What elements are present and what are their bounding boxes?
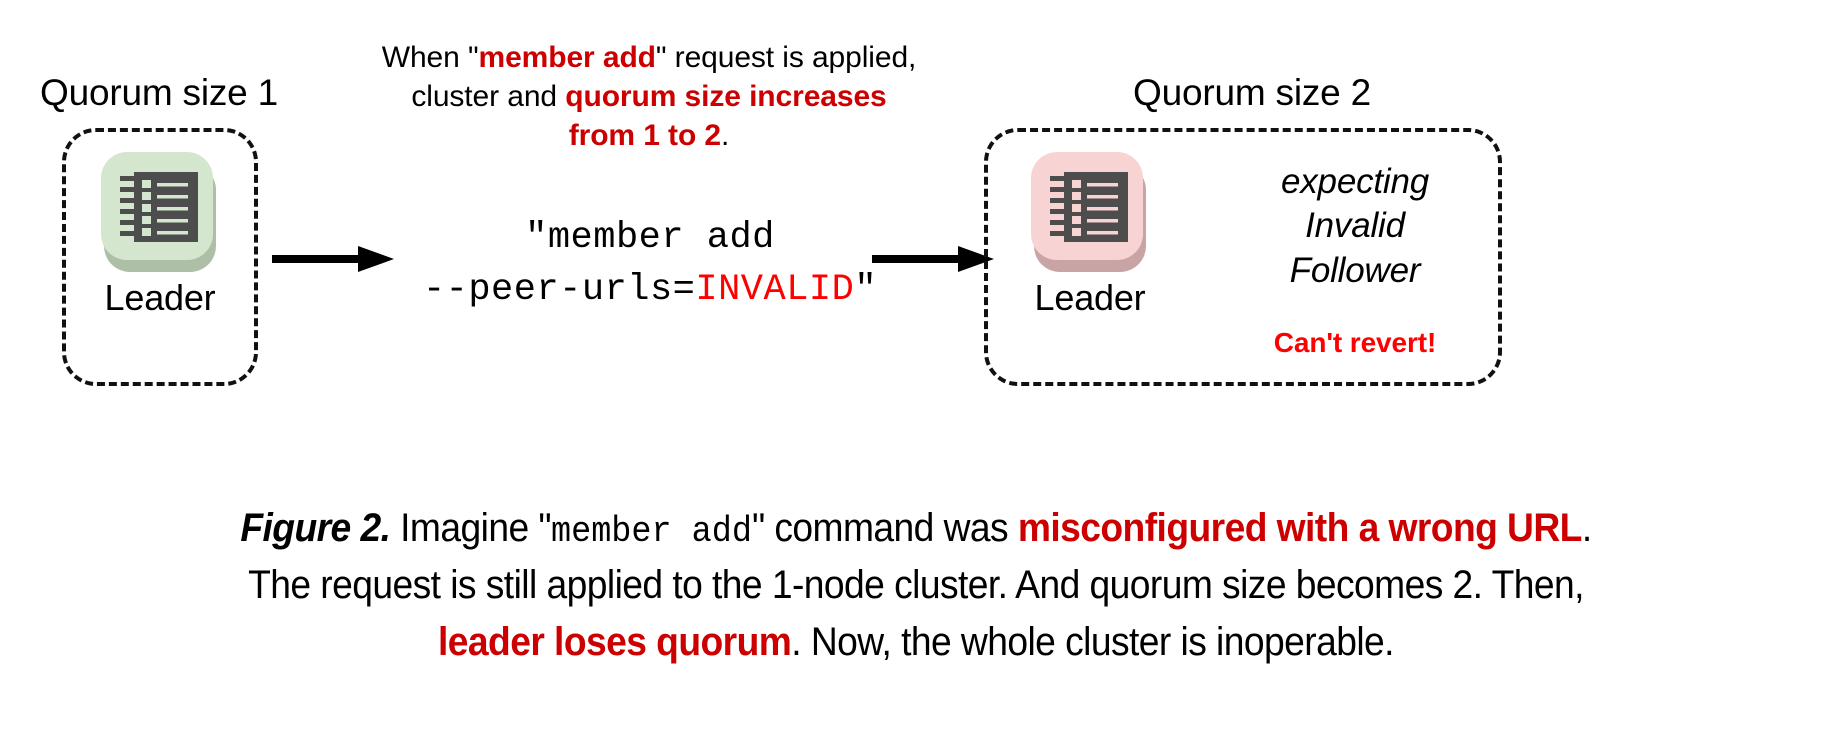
state-note-line-3: Follower (1289, 250, 1421, 290)
caption-line-2: The request is still applied to the 1-no… (248, 563, 1584, 608)
caption-seg-3: " command was (751, 506, 1018, 550)
expected-state-note: expecting Invalid Follower (1212, 160, 1498, 293)
caption-line-3: leader loses quorum. Now, the whole clus… (120, 614, 1712, 671)
server-node-icon (101, 152, 219, 274)
caption-figure-label: Figure 2. (240, 506, 391, 550)
left-cluster-node: Leader (80, 152, 240, 316)
cant-revert-warning: Can't revert! (1273, 327, 1437, 358)
annotation-line-2: cluster and quorum size increases (352, 77, 946, 116)
caption-highlight-1: misconfigured with a wrong URL (1017, 506, 1583, 550)
left-node-label: Leader (104, 277, 216, 318)
figure-caption: Figure 2. Imagine "member add" command w… (120, 500, 1712, 671)
annotation-l1-a: When " (381, 41, 479, 74)
command-l2-c: " (854, 268, 878, 311)
caption-seg-8: . Now, the whole cluster is inoperable. (791, 619, 1394, 664)
annotation-l2-b: quorum size increases (565, 80, 887, 113)
caption-highlight-2: leader loses quorum (438, 619, 792, 664)
annotation-line-1: When "member add" request is applied, (352, 38, 946, 77)
right-cluster-node: Leader (1010, 152, 1170, 316)
annotation-l3-b: . (721, 119, 730, 152)
command-l2-a: --peer-urls= (422, 268, 696, 311)
ledger-glyph (1050, 172, 1128, 242)
right-node-label: Leader (1034, 277, 1146, 318)
ledger-glyph (120, 172, 198, 242)
state-note-line-1: expecting (1280, 162, 1430, 201)
command-text: "member add --peer-urls=INVALID" (400, 213, 900, 317)
command-l2-invalid: INVALID (695, 268, 855, 311)
caption-command: member add (551, 511, 752, 552)
right-cluster-title: Quorum size 2 (1133, 72, 1371, 113)
left-cluster-title: Quorum size 1 (40, 72, 278, 113)
annotation-l3-a: from 1 to 2 (568, 119, 721, 152)
server-node-icon (1031, 152, 1149, 274)
command-l1: "member add (525, 217, 775, 259)
caption-seg-1: Imagine " (390, 506, 552, 550)
arrow-left-to-command-icon (272, 244, 394, 274)
right-cluster-box (984, 128, 1502, 386)
left-cluster-box (62, 128, 258, 386)
arrow-command-to-right-icon (872, 244, 994, 274)
annotation-line-3: from 1 to 2. (352, 116, 946, 155)
command-line-1: "member add (400, 213, 900, 265)
caption-seg-5: . (1581, 506, 1592, 550)
annotation-l2-a: cluster and (411, 80, 566, 113)
annotation-text: When "member add" request is applied, cl… (352, 38, 946, 155)
caption-line-1: Figure 2. Imagine "member add" command w… (120, 500, 1712, 557)
command-line-2: --peer-urls=INVALID" (400, 265, 900, 317)
state-note-line-2: Invalid (1305, 206, 1405, 246)
annotation-l1-b: member add (478, 41, 656, 74)
annotation-l1-c: " request is applied, (655, 41, 917, 74)
